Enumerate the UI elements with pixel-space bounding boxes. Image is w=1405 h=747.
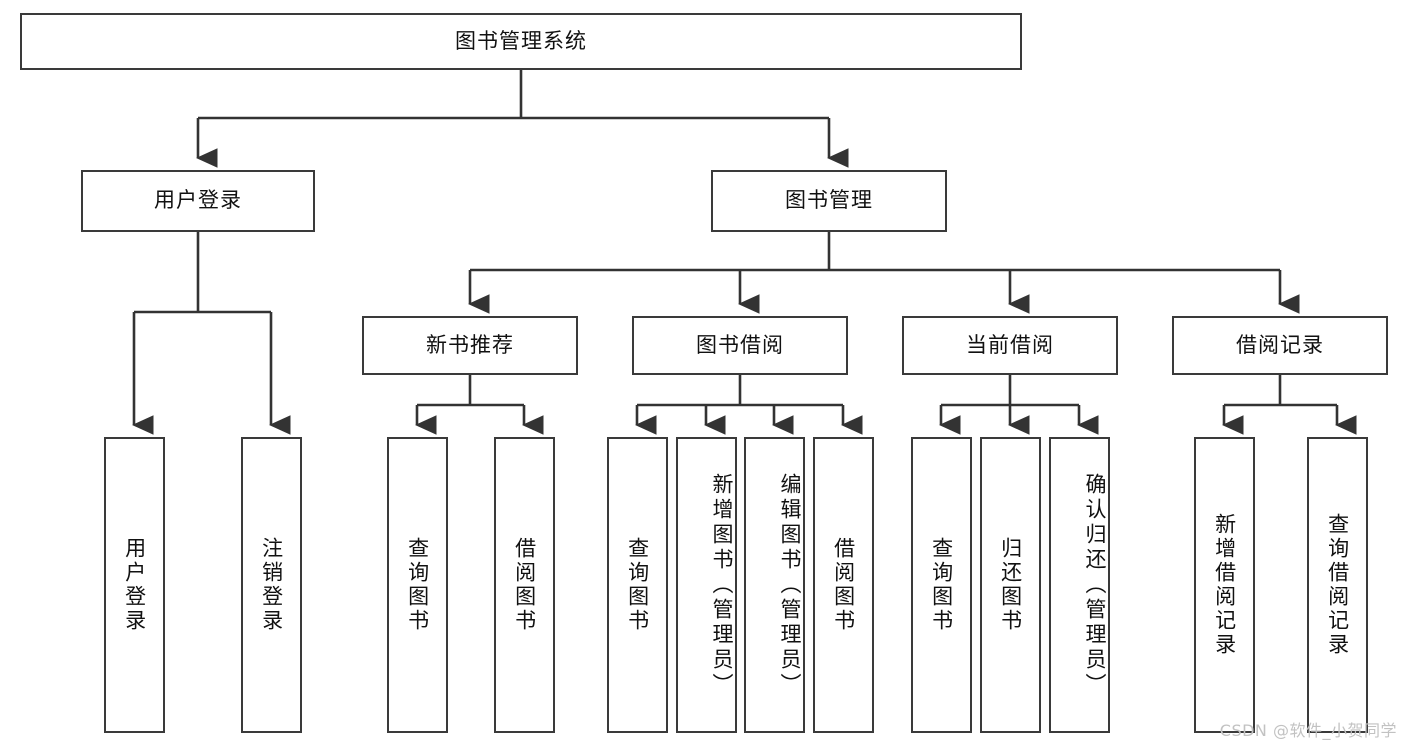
leaf-query-book-recommend[interactable]: 查询图书 — [387, 437, 448, 733]
leaf-query-book-current[interactable]: 查询图书 — [911, 437, 972, 733]
node-label: 当前借阅 — [966, 332, 1054, 357]
leaf-logout[interactable]: 注销登录 — [241, 437, 302, 733]
node-label: 新书推荐 — [426, 332, 514, 357]
leaf-query-book-borrow[interactable]: 查询图书 — [607, 437, 668, 733]
leaf-add-borrow-record[interactable]: 新增借阅记录 — [1194, 437, 1255, 733]
node-label: 查询借阅记录 — [1325, 513, 1350, 657]
leaf-add-book-admin[interactable]: 新增图书（管理员） — [676, 437, 737, 733]
node-label: 新增图书（管理员） — [710, 472, 734, 698]
node-label: 用户登录 — [154, 188, 242, 213]
node-label: 编辑图书（管理员） — [778, 472, 802, 698]
leaf-query-borrow-record[interactable]: 查询借阅记录 — [1307, 437, 1368, 733]
leaf-return-book[interactable]: 归还图书 — [980, 437, 1041, 733]
node-label: 图书借阅 — [696, 332, 784, 357]
leaf-borrow-book-recommend[interactable]: 借阅图书 — [494, 437, 555, 733]
node-label: 借阅图书 — [512, 537, 537, 633]
leaf-edit-book-admin[interactable]: 编辑图书（管理员） — [744, 437, 805, 733]
node-book-borrow[interactable]: 图书借阅 — [632, 316, 848, 375]
csdn-watermark: CSDN @软件_小贺同学 — [1219, 721, 1397, 740]
node-label: 查询图书 — [929, 537, 954, 633]
node-label: 图书管理系统 — [455, 28, 587, 53]
node-label: 借阅图书 — [831, 537, 856, 633]
node-current-borrow[interactable]: 当前借阅 — [902, 316, 1118, 375]
leaf-confirm-return-admin[interactable]: 确认归还（管理员） — [1049, 437, 1110, 733]
node-label: 查询图书 — [405, 537, 430, 633]
node-label: 借阅记录 — [1236, 332, 1324, 357]
node-root-book-management-system[interactable]: 图书管理系统 — [20, 13, 1022, 70]
node-user-login[interactable]: 用户登录 — [81, 170, 315, 232]
node-label: 注销登录 — [259, 537, 284, 633]
node-label: 归还图书 — [998, 537, 1023, 633]
node-new-book-recommend[interactable]: 新书推荐 — [362, 316, 578, 375]
node-borrow-record[interactable]: 借阅记录 — [1172, 316, 1388, 375]
node-label: 图书管理 — [785, 188, 873, 213]
node-label: 新增借阅记录 — [1212, 513, 1237, 657]
leaf-borrow-book[interactable]: 借阅图书 — [813, 437, 874, 733]
node-label: 确认归还（管理员） — [1083, 472, 1107, 698]
node-label: 查询图书 — [625, 537, 650, 633]
node-label: 用户登录 — [122, 537, 147, 633]
leaf-user-login[interactable]: 用户登录 — [104, 437, 165, 733]
node-book-management[interactable]: 图书管理 — [711, 170, 947, 232]
